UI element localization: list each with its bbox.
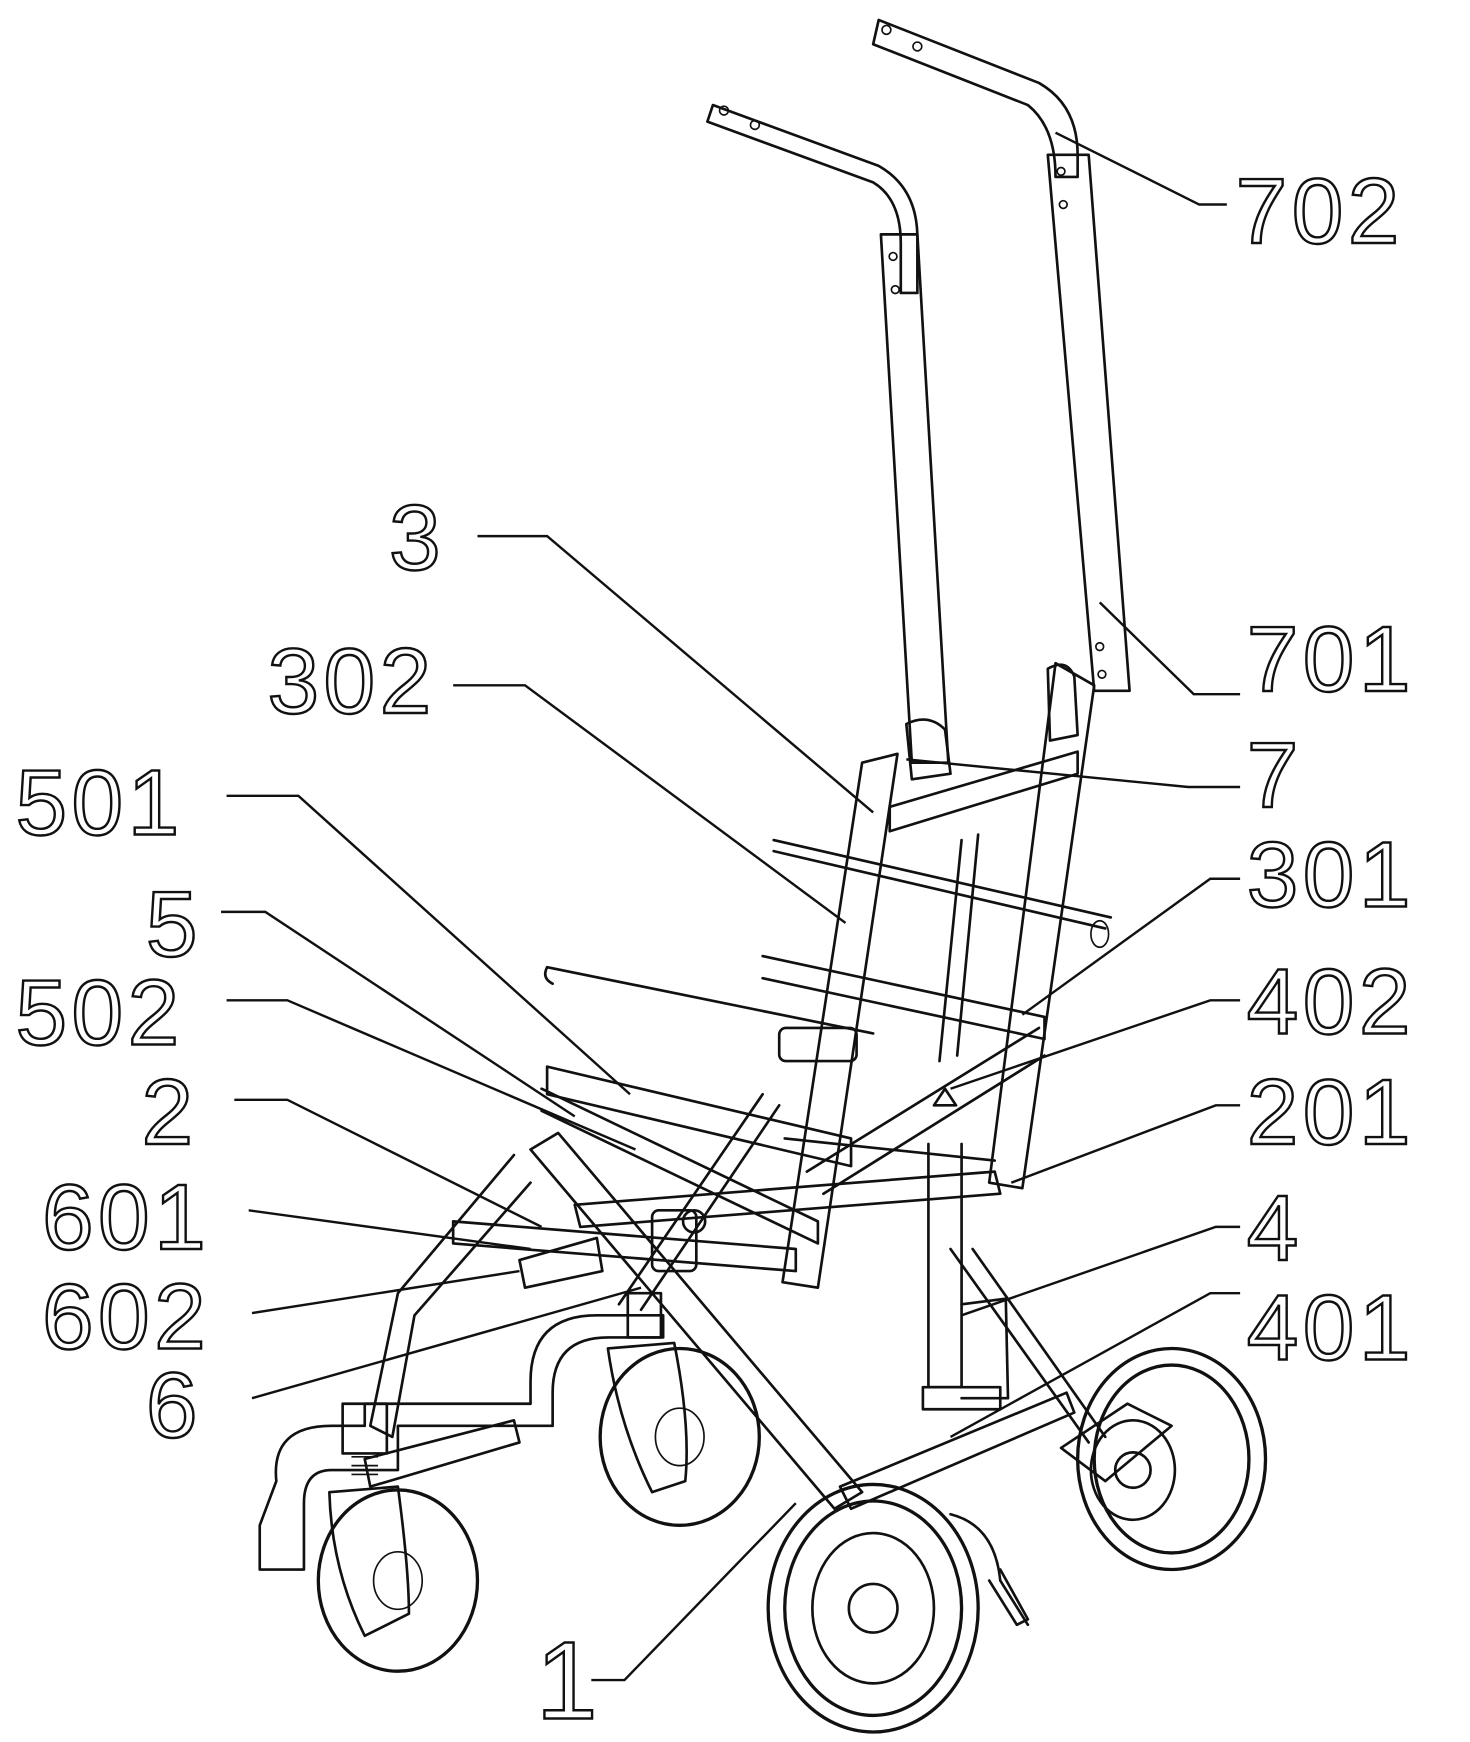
label-502: 502 <box>15 961 183 1065</box>
label-702: 702 <box>1236 159 1404 263</box>
label-302: 302 <box>267 629 435 733</box>
label-7: 7 <box>1247 723 1303 827</box>
leader-lines <box>221 133 1240 1680</box>
front-right-caster <box>600 1293 759 1525</box>
label-1: 1 <box>536 1620 602 1742</box>
label-701: 701 <box>1247 607 1415 711</box>
label-601: 601 <box>42 1165 210 1269</box>
label-3: 3 <box>389 485 445 589</box>
push-handle-left <box>707 105 948 763</box>
label-301: 301 <box>1247 822 1415 926</box>
label-401: 401 <box>1247 1276 1415 1380</box>
label-4: 4 <box>1247 1176 1303 1280</box>
label-201: 201 <box>1247 1060 1415 1164</box>
push-handle-right <box>873 20 1129 691</box>
label-501: 501 <box>15 751 183 855</box>
label-2: 2 <box>141 1060 197 1164</box>
rear-wheel-back <box>1061 1348 1265 1569</box>
label-6: 6 <box>146 1353 202 1457</box>
chassis <box>260 1089 1106 1570</box>
label-402: 402 <box>1247 949 1415 1053</box>
rear-wheel-front <box>768 1484 1028 1732</box>
